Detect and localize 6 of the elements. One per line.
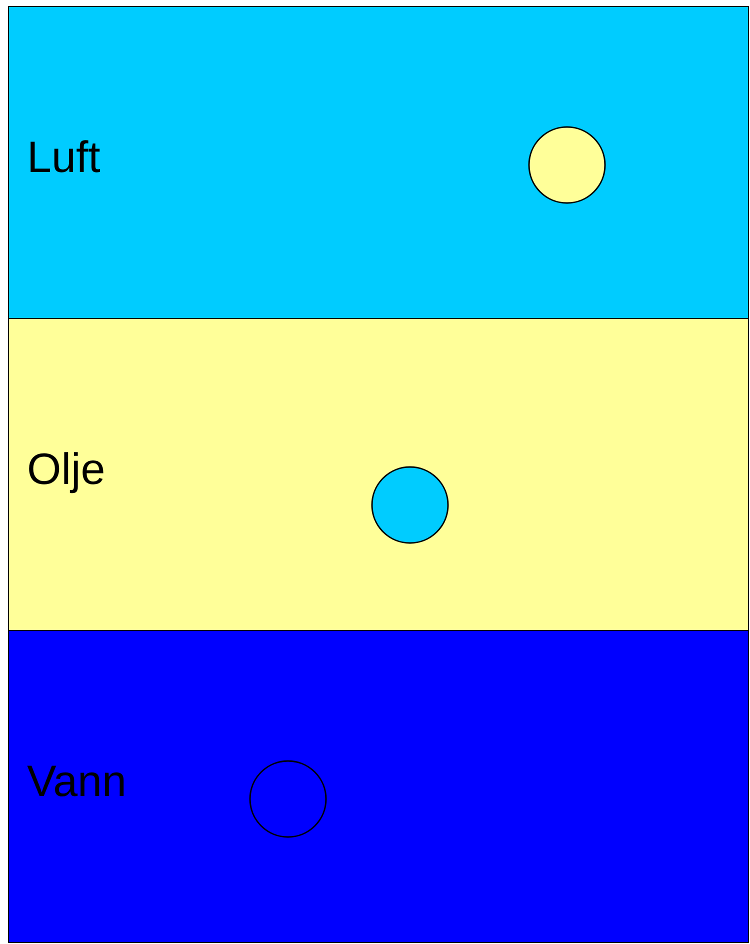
layer-label: Olje bbox=[27, 444, 106, 494]
layer-band bbox=[8, 6, 749, 319]
layer-band bbox=[8, 318, 749, 631]
layer-band bbox=[8, 630, 749, 943]
layer-label: Vann bbox=[27, 756, 126, 806]
layer-label: Luft bbox=[27, 132, 100, 182]
